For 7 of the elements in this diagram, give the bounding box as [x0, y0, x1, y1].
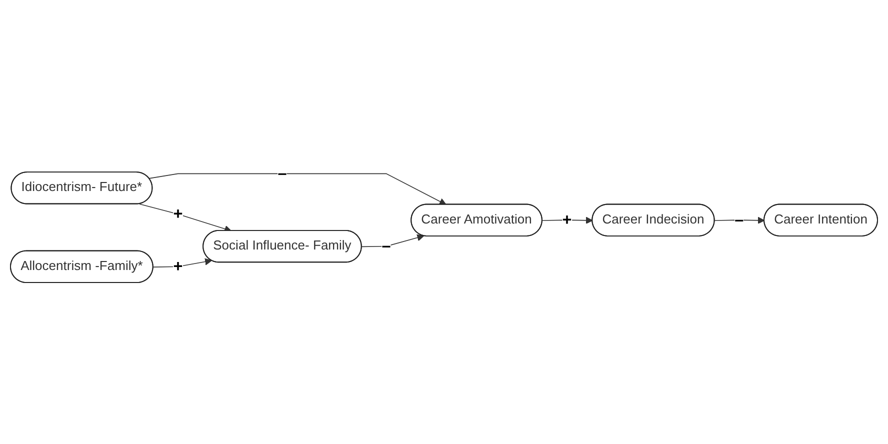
edge-label: –	[278, 164, 287, 183]
edge-label: +	[173, 205, 183, 224]
edge-label: +	[173, 258, 183, 276]
arrow	[148, 173, 446, 205]
edge-label: –	[382, 237, 391, 256]
edge-label: –	[734, 211, 744, 230]
edge-label: +	[562, 211, 572, 230]
